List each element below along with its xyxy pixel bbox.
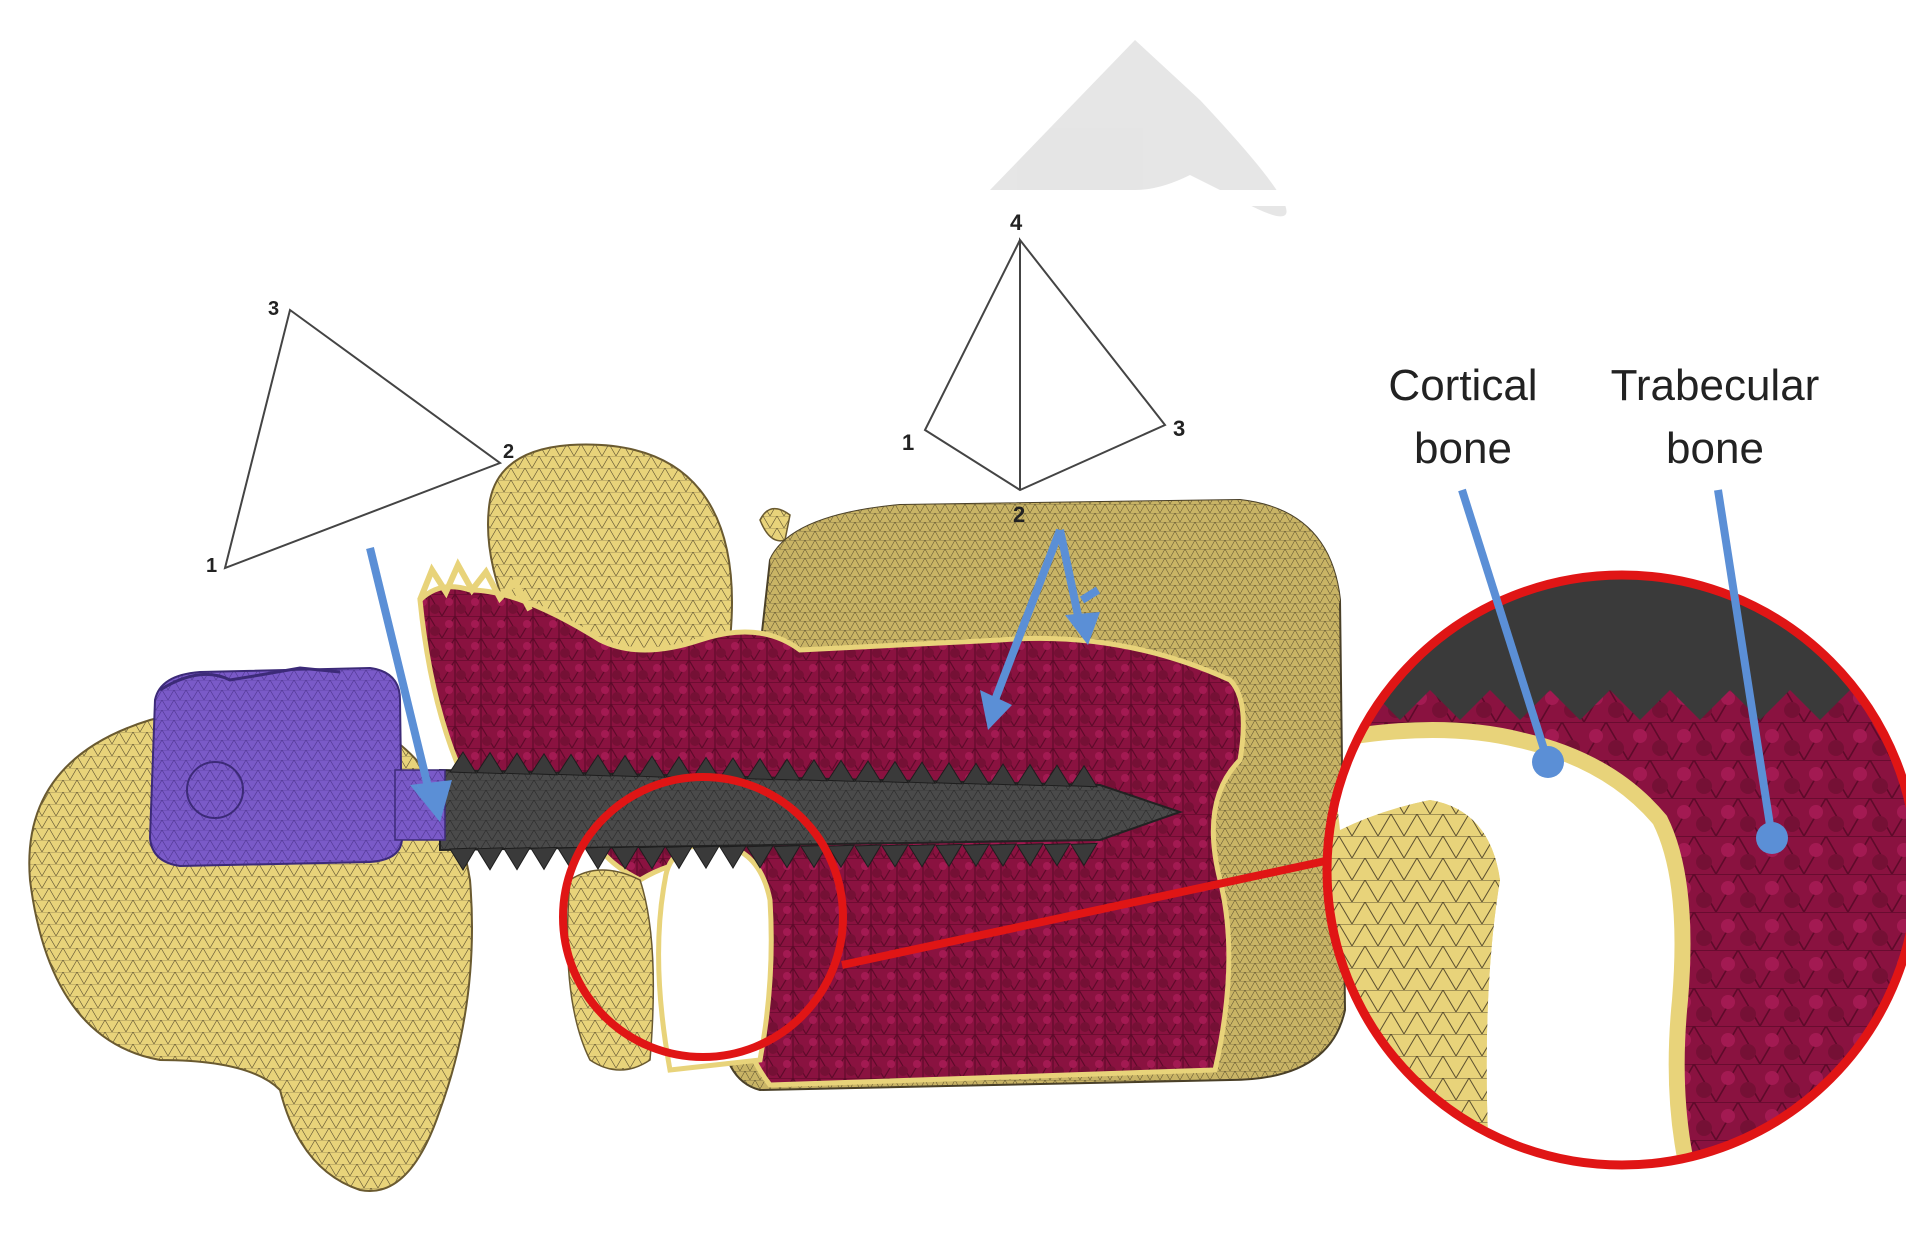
watermark	[990, 40, 1287, 216]
cortical-bone-label-line2: bone	[1414, 424, 1512, 473]
tetrahedron-element-diagram: 4 1 3 2	[902, 210, 1185, 527]
tetra-node-3: 3	[1173, 416, 1185, 441]
thread-tooth	[504, 848, 530, 870]
tetra-node-1: 1	[902, 430, 914, 455]
triangle-node-2: 2	[503, 441, 514, 463]
cortical-bone-label-line1: Cortical	[1388, 361, 1537, 410]
triangle-element-diagram: 3 2 1	[206, 298, 514, 577]
screw-head	[150, 668, 445, 866]
tetra-node-4: 4	[1010, 210, 1023, 235]
tetra-node-2: 2	[1013, 502, 1025, 527]
triangle-node-1: 1	[206, 555, 217, 577]
triangle-node-3: 3	[268, 298, 279, 320]
trabecular-bone-label-line1: Trabecular	[1611, 361, 1820, 410]
thread-tooth	[531, 847, 557, 869]
trabecular-bone-label-line2: bone	[1666, 424, 1764, 473]
canal-notch	[659, 844, 772, 1070]
thread-tooth	[477, 848, 503, 870]
